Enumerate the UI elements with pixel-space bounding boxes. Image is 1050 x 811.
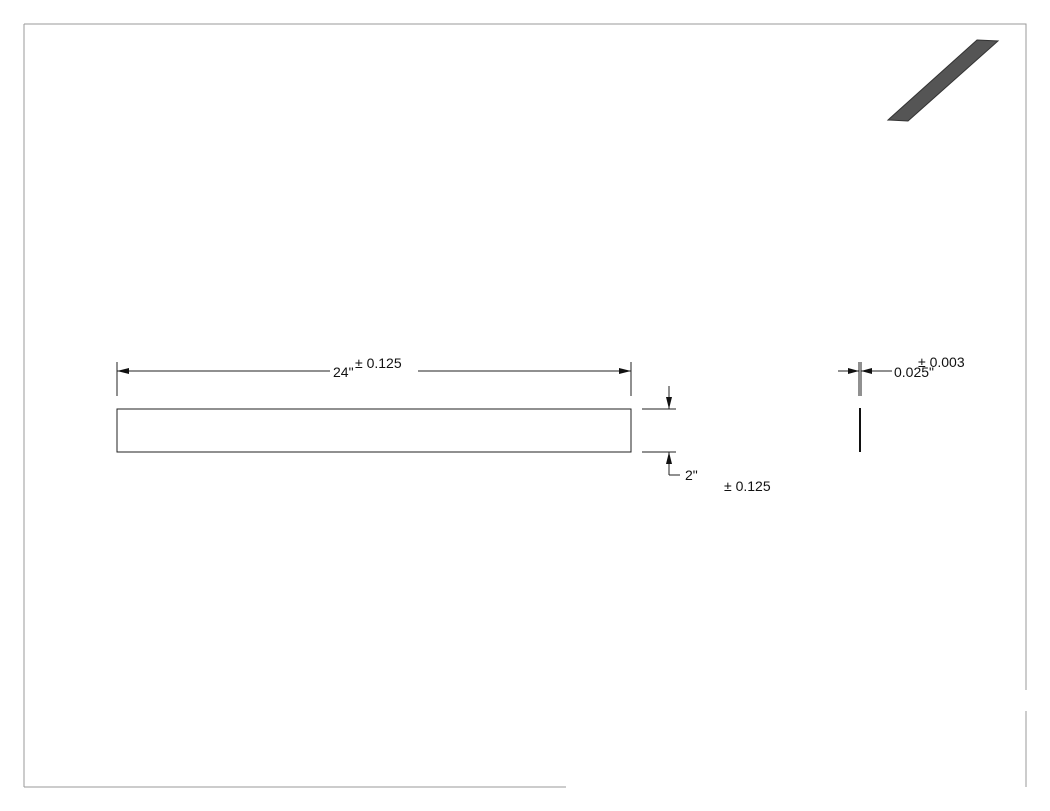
- isometric-strip-view: [886, 39, 1000, 122]
- length-value: 24": [333, 364, 354, 380]
- length-dimension: 24" ± 0.125: [116, 355, 632, 396]
- sheet-border: [23, 23, 1027, 788]
- width-dimension: 2" ± 0.125: [642, 386, 771, 494]
- width-tolerance: ± 0.125: [724, 478, 771, 494]
- length-tolerance: ± 0.125: [355, 355, 402, 371]
- thickness-value: 0.025": [894, 364, 934, 380]
- front-view-rectangle: [116, 408, 632, 453]
- thickness-dimension: 0.025" ± 0.003: [838, 354, 965, 396]
- thickness-tolerance: ± 0.003: [918, 354, 965, 370]
- width-value: 2": [685, 467, 698, 483]
